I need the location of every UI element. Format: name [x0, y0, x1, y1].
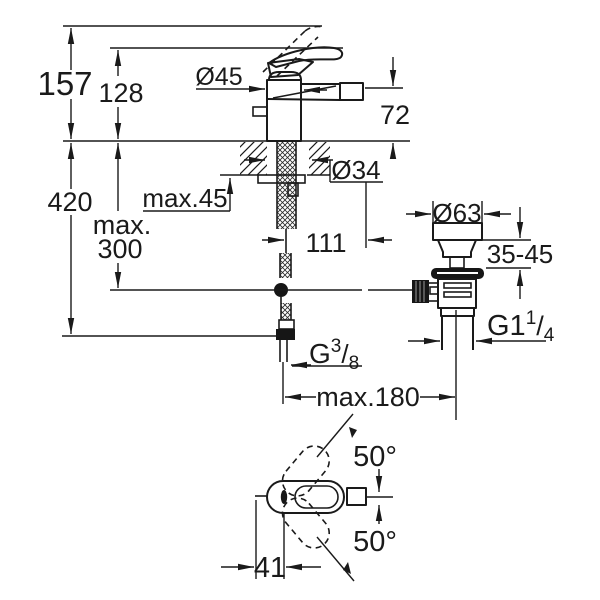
label-420: 420 [47, 187, 92, 217]
label-35-45: 35-45 [487, 239, 554, 269]
aerator-top [346, 487, 367, 506]
label-g-3-8: G3/8 [309, 336, 359, 374]
shank-and-hoses [257, 142, 306, 362]
label-50deg-upper: 50° [353, 441, 397, 473]
side-view-faucet [63, 25, 484, 362]
label-50deg-lower: 50° [353, 526, 397, 558]
label-157: 157 [37, 65, 92, 102]
label-max300-max: max. [93, 210, 152, 240]
label-max300-300: 300 [97, 234, 142, 264]
pivot-dot [280, 490, 288, 504]
spout-slot-top [294, 485, 339, 509]
angle-arrow-upper [349, 427, 357, 438]
label-max45: max.45 [142, 183, 227, 213]
waste-plug-cap [432, 222, 483, 241]
popup-waste-assembly [412, 222, 484, 350]
label-dia63: Ø63 [432, 198, 481, 228]
popup-rod-knob [252, 106, 268, 117]
label-128: 128 [98, 78, 143, 108]
body-outline-top [266, 480, 345, 514]
label-dia34: Ø34 [331, 155, 380, 185]
top-view-faucet [221, 413, 393, 582]
label-g1-1-4: G11/4 [487, 308, 555, 346]
label-dia45: Ø45 [195, 63, 242, 91]
label-111: 111 [305, 228, 346, 258]
angle-arrow-lower [343, 562, 351, 574]
faucet-body [252, 25, 364, 142]
mounting-flange [257, 174, 306, 184]
label-max180: max.180 [316, 382, 420, 412]
label-72: 72 [380, 100, 410, 130]
label-41: 41 [254, 552, 286, 584]
spout-aerator [339, 82, 364, 101]
lever-raised-position-dashed [262, 25, 324, 77]
dimension-labels: 157 128 Ø45 72 420 max.45 Ø34 max. 300 1… [37, 63, 554, 584]
mounting-nut [287, 182, 299, 197]
dimension-lines [62, 25, 546, 420]
supply-connector-nut [276, 329, 295, 340]
